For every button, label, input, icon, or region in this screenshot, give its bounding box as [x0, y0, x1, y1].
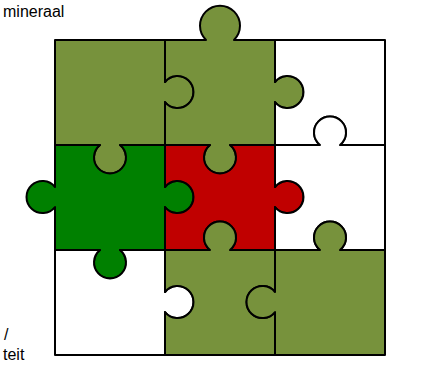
puzzle-piece	[247, 222, 385, 355]
text-label: /	[4, 326, 8, 344]
text-label: mineraal	[3, 3, 64, 21]
text-label: teit	[3, 346, 24, 364]
